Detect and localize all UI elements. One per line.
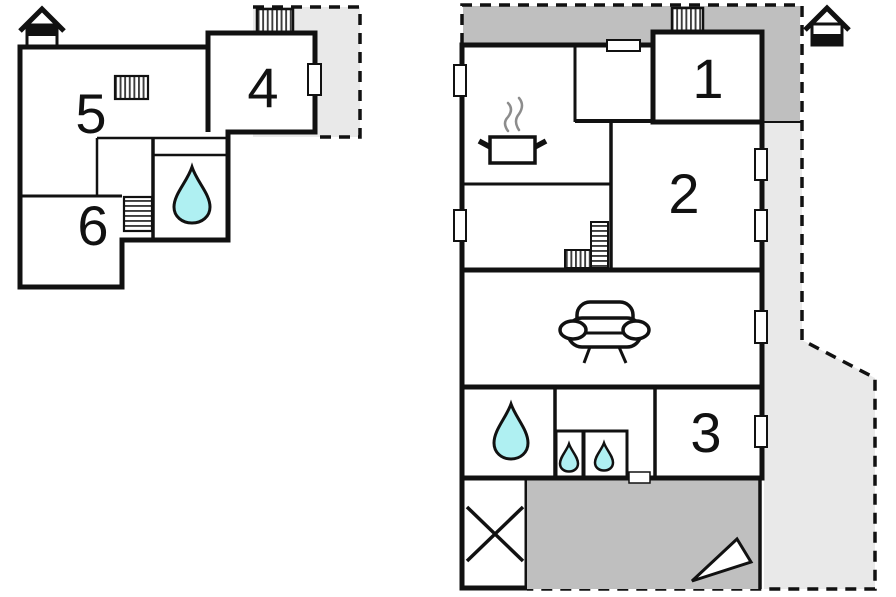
water-drop-icon [593, 439, 615, 472]
staircase-icon [122, 195, 154, 233]
water-drop-icon [172, 162, 212, 225]
radiator-icon [113, 74, 150, 101]
cooking-pot-icon [477, 96, 548, 165]
room-label-1: 1 [692, 47, 724, 110]
window-icon [307, 63, 322, 96]
room-1-walls [650, 29, 765, 125]
window-icon [453, 209, 467, 242]
plot-boundary [460, 3, 877, 591]
water-drop-icon [558, 440, 580, 473]
plot-area [764, 122, 875, 589]
room-label-2: 2 [668, 162, 700, 225]
window-icon [754, 209, 768, 242]
water-drop-icon [492, 399, 530, 461]
room-label-6: 6 [77, 194, 109, 257]
house-entrance-icon [803, 4, 851, 47]
door-opening [606, 39, 641, 52]
room-label-3: 3 [690, 401, 722, 464]
door-opening [628, 471, 651, 484]
room-label-5: 5 [75, 82, 107, 145]
staircase-icon [590, 221, 609, 269]
north-triangle-icon [690, 536, 754, 583]
window-icon [754, 148, 768, 181]
crossed-room [465, 505, 525, 563]
window-icon [453, 64, 467, 97]
window-icon [754, 310, 768, 344]
room-label-4: 4 [247, 56, 279, 119]
sofa-icon [558, 300, 651, 364]
window-icon [754, 415, 768, 448]
house-entrance-icon [18, 5, 66, 48]
terrace-area [527, 478, 761, 589]
staircase-icon [564, 249, 592, 269]
entrance-steps-icon [255, 7, 295, 35]
entrance-steps-icon [670, 6, 705, 33]
annex-outline [17, 30, 318, 290]
plot-boundary [253, 5, 362, 139]
